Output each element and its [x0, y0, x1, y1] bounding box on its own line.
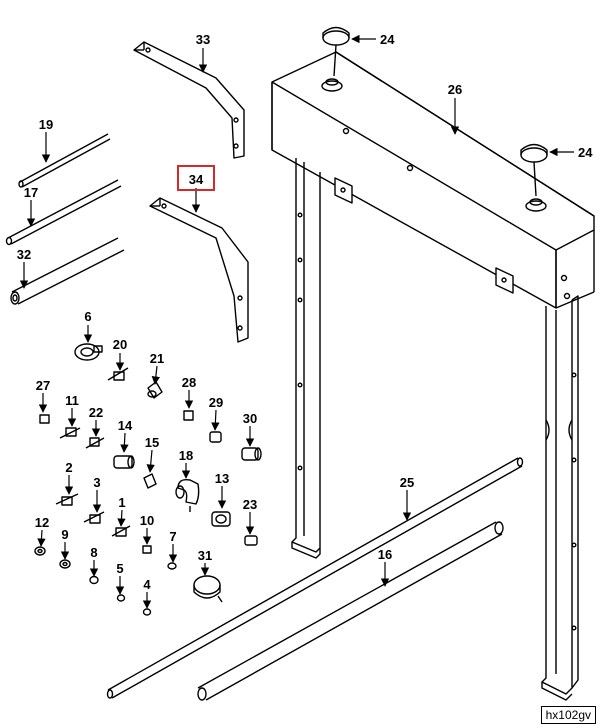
nut-part-5 [116, 594, 126, 602]
fitting-part-2 [55, 493, 79, 506]
callout-31: 31 [198, 548, 212, 563]
gauge-part-31 [193, 575, 223, 603]
tank-part-26 [271, 51, 595, 309]
callout-24-right: 24 [578, 145, 593, 160]
callout-30: 30 [243, 411, 257, 426]
washer-part-12 [34, 546, 46, 556]
highlight-box-34 [177, 165, 215, 191]
callout-29: 29 [209, 395, 223, 410]
fitting-part-3 [83, 511, 105, 524]
fitting-part-7 [167, 562, 177, 570]
callout-18: 18 [179, 448, 193, 463]
callout-27: 27 [36, 378, 50, 393]
callout-22: 22 [89, 405, 103, 420]
callout-8: 8 [90, 545, 97, 560]
nut-part-4 [142, 608, 152, 616]
callout-24-top: 24 [380, 32, 395, 47]
bracket-part-34 [149, 197, 249, 343]
fitting-part-27 [39, 414, 50, 424]
callout-16: 16 [378, 547, 392, 562]
fitting-part-23 [244, 535, 258, 546]
tube-part-16 [197, 521, 504, 701]
callout-3: 3 [93, 475, 100, 490]
callout-26: 26 [448, 82, 462, 97]
fitting-part-13 [211, 511, 231, 527]
callout-23: 23 [243, 497, 257, 512]
fitting-part-28 [183, 410, 194, 421]
fitting-part-11 [59, 427, 81, 439]
fitting-part-10 [142, 545, 152, 554]
right-leg [541, 295, 579, 701]
callout-labels: 33 34 24 24 26 19 17 32 6 20 21 27 11 22… [17, 32, 593, 592]
clamp-part-6 [74, 343, 103, 361]
callout-33: 33 [196, 32, 210, 47]
callout-11: 11 [65, 393, 79, 408]
callout-15: 15 [145, 435, 159, 450]
nut-part-8 [89, 575, 99, 585]
fitting-part-15 [143, 473, 157, 489]
left-leg [291, 158, 321, 559]
rod-part-17 [5, 179, 122, 246]
fitting-part-29 [209, 431, 222, 443]
callout-2: 2 [65, 460, 72, 475]
callout-4: 4 [143, 577, 151, 592]
figure-id: hx102gv [540, 706, 596, 724]
callout-7: 7 [169, 529, 176, 544]
callout-21: 21 [150, 351, 164, 366]
callout-32: 32 [17, 247, 31, 262]
cap-part-24-right [520, 143, 548, 197]
callout-10: 10 [140, 513, 154, 528]
callout-14: 14 [118, 418, 133, 433]
bracket-part-33 [133, 41, 245, 159]
fitting-part-14 [113, 455, 135, 469]
callout-20: 20 [113, 337, 127, 352]
washer-part-9 [59, 559, 71, 569]
fitting-part-20 [107, 367, 129, 381]
callout-34[interactable]: 34 [189, 172, 204, 187]
rod-part-19 [18, 133, 111, 188]
callout-28: 28 [182, 375, 196, 390]
callout-1: 1 [118, 495, 125, 510]
callout-9: 9 [61, 527, 68, 542]
callout-12: 12 [35, 515, 49, 530]
tube-part-32 [10, 237, 125, 305]
leader-arrows [19, 34, 574, 609]
callout-17: 17 [24, 185, 38, 200]
callout-6: 6 [84, 309, 91, 324]
callout-25: 25 [400, 475, 414, 490]
fitting-part-30 [241, 447, 262, 461]
rod-part-25 [106, 457, 524, 699]
callout-19: 19 [39, 117, 53, 132]
callout-13: 13 [215, 471, 229, 486]
cap-part-24-top [322, 26, 350, 77]
elbow-part-18 [175, 478, 200, 512]
fitting-part-22 [85, 437, 105, 449]
elbow-part-21 [147, 381, 163, 399]
callout-5: 5 [116, 561, 123, 576]
fitting-part-1 [111, 525, 131, 537]
